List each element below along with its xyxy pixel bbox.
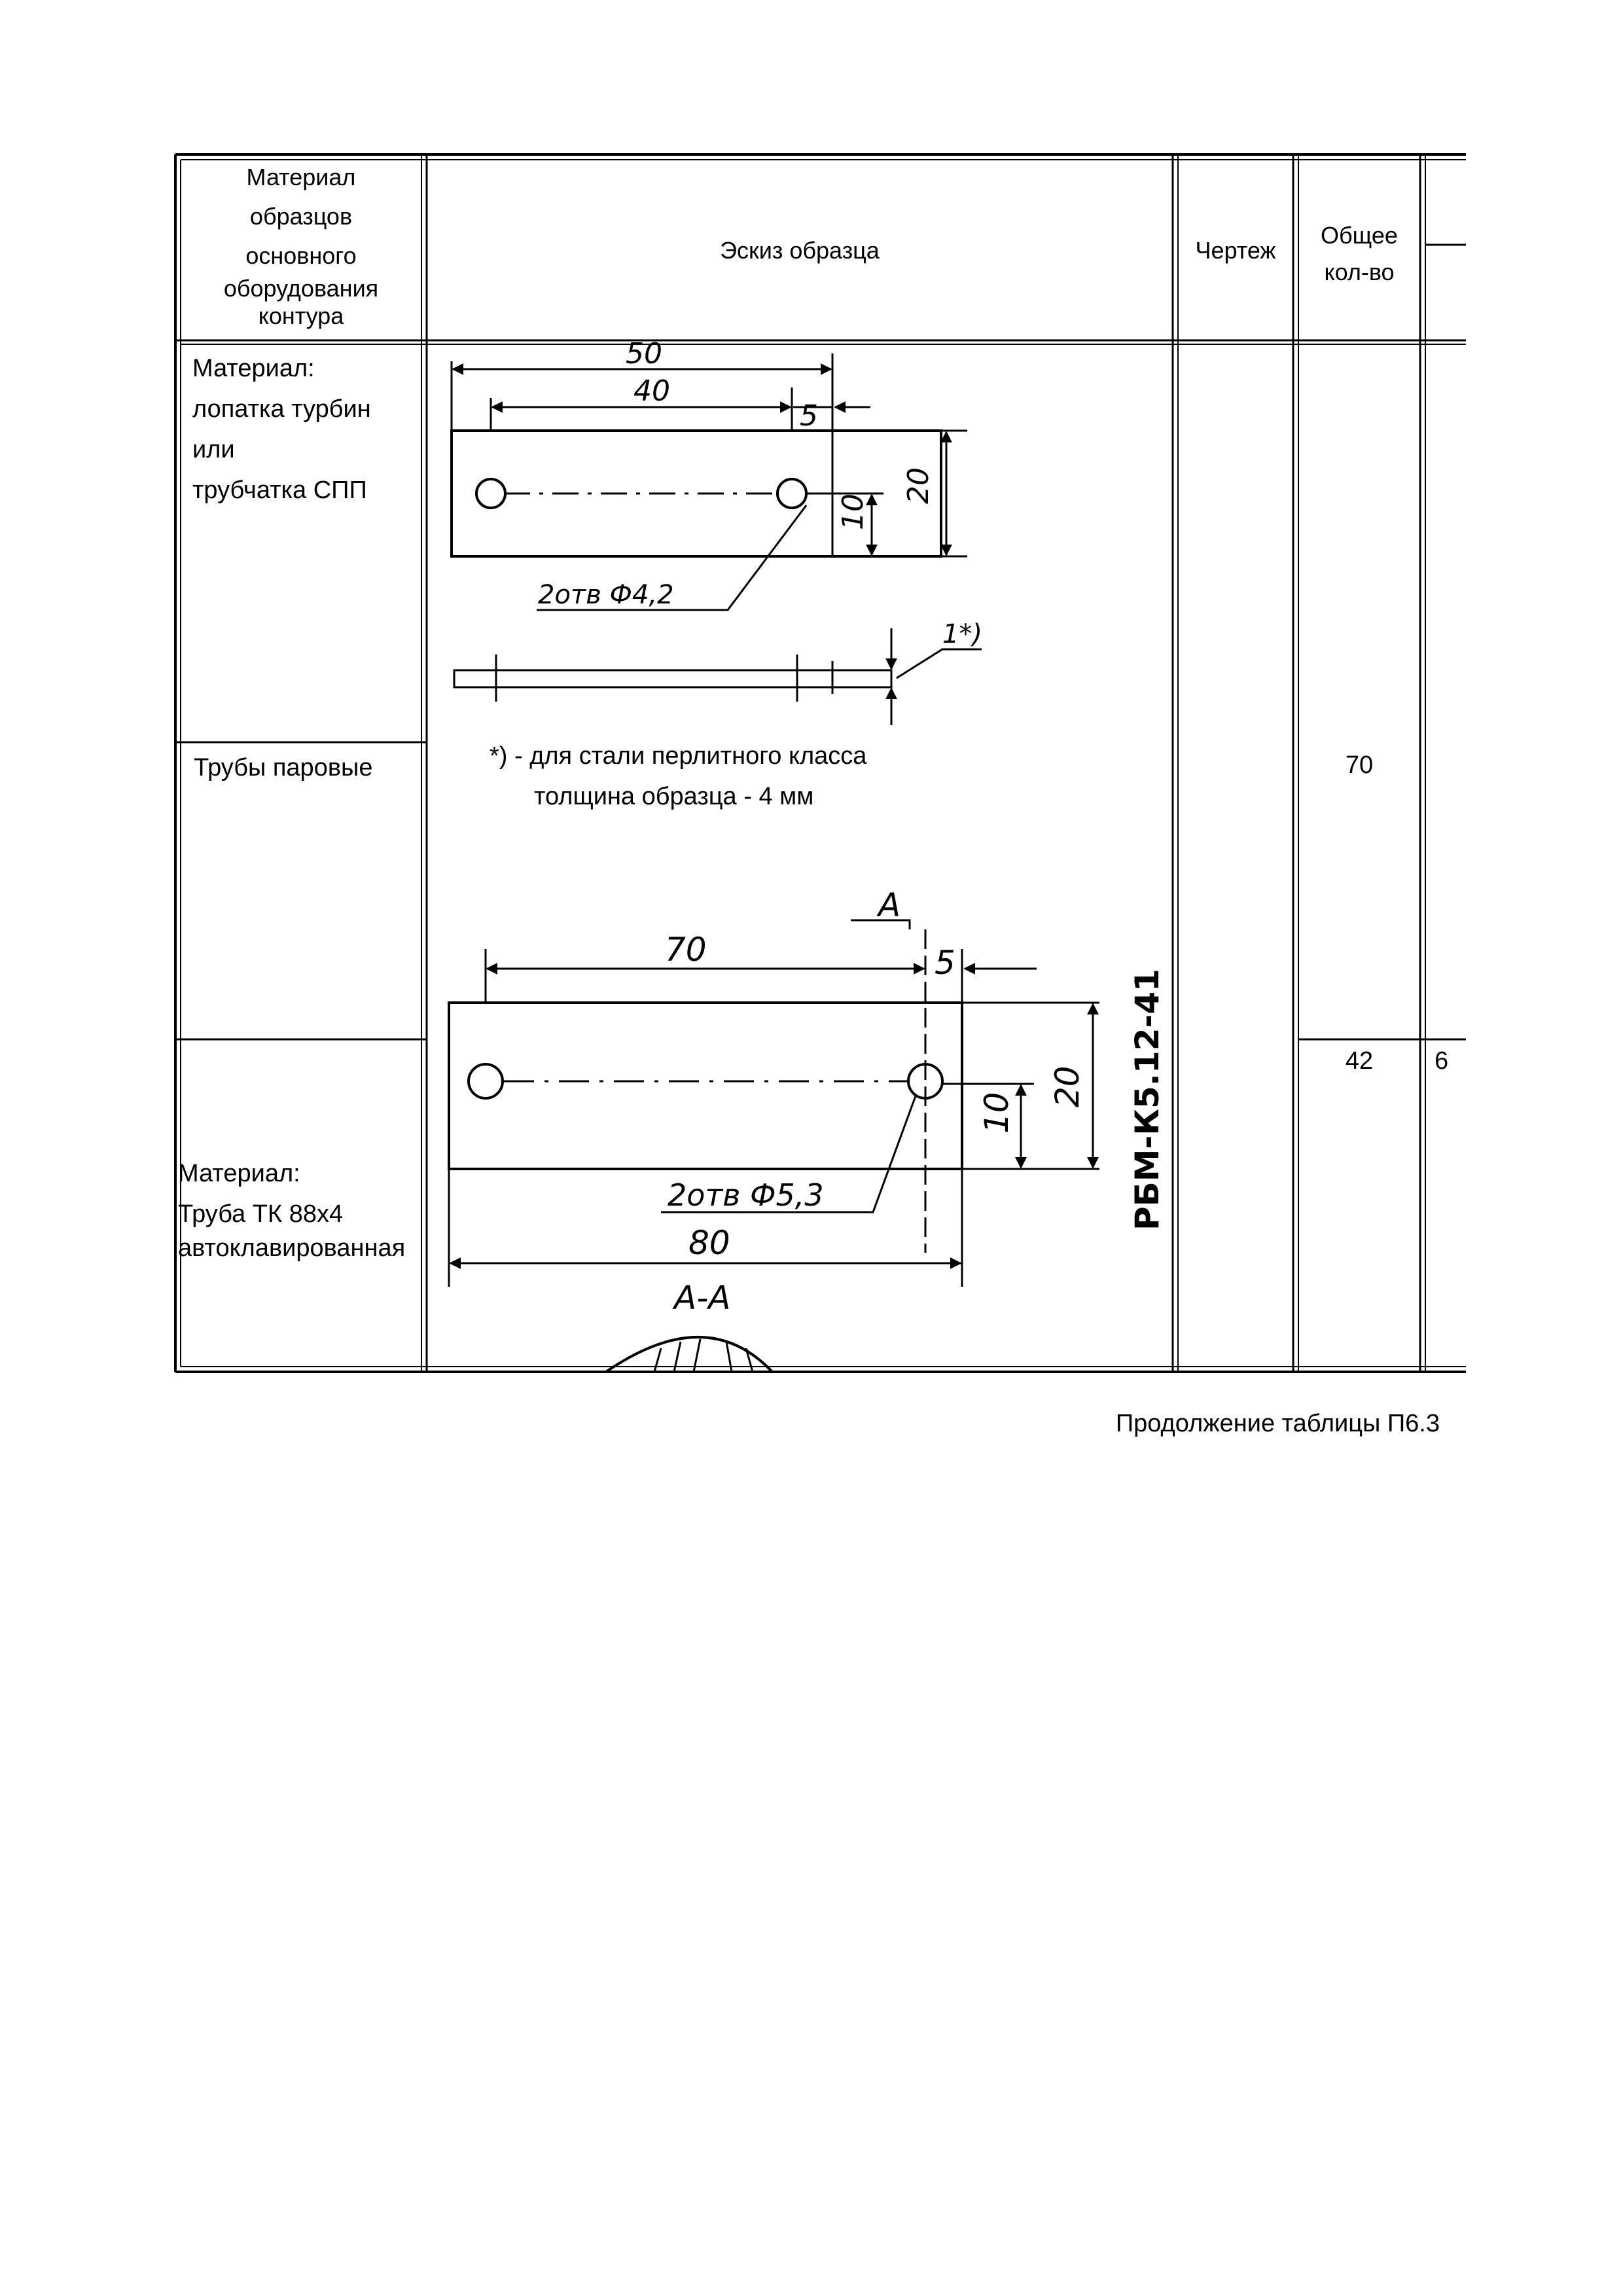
header-material: Материал образцов основного оборудования… bbox=[181, 159, 421, 334]
row1-material-line: трубчатка СПП bbox=[192, 476, 367, 504]
header-sketch: Эскиз образца bbox=[720, 237, 880, 264]
table-continuation-caption: Продолжение таблицы П6.3 bbox=[1115, 1410, 1440, 1437]
header-material-line: контура bbox=[258, 302, 344, 329]
header-material-line: основного bbox=[245, 242, 357, 269]
row1-material-line: или bbox=[192, 436, 235, 463]
drawing-code-label: РБМ-К5.12-41 bbox=[1128, 969, 1166, 1230]
row3-material: Материал: Труба ТК 88х4 автоклавированна… bbox=[178, 1153, 421, 1268]
dim-edge-label: 5 bbox=[800, 399, 818, 433]
header-material-line: оборудования bbox=[223, 275, 379, 302]
row3-total: 42 bbox=[1345, 1047, 1374, 1075]
dim-height-label: 20 bbox=[1048, 1066, 1086, 1107]
row1-material-line: Материал: bbox=[192, 355, 315, 382]
dim-edge-label: 5 bbox=[935, 944, 955, 982]
hole-note-label: 2отв Ф5,3 bbox=[668, 1177, 824, 1213]
dim-overall-label: 80 bbox=[688, 1224, 730, 1262]
dim-overall-label: 50 bbox=[626, 337, 662, 370]
row2-material-line: Трубы паровые bbox=[194, 754, 373, 781]
footnote-line: *) - для стали перлитного класса bbox=[490, 742, 867, 770]
dim-hole-offset-label: 10 bbox=[978, 1092, 1016, 1134]
dim-holes-label: 40 bbox=[633, 374, 670, 408]
dim-height-label: 20 bbox=[902, 467, 935, 504]
header-material-line: образцов bbox=[249, 203, 353, 230]
row2-material: Трубы паровые bbox=[194, 747, 423, 788]
row2-total: 70 bbox=[1345, 751, 1374, 779]
row3-material-line: автоклавированная bbox=[178, 1234, 406, 1262]
dim-holes-label: 70 bbox=[665, 931, 707, 969]
section-label: А-А bbox=[672, 1279, 730, 1317]
thickness-note-label: 1*) bbox=[942, 619, 982, 649]
row1-material: Материал: лопатка турбин или трубчатка С… bbox=[192, 348, 421, 511]
header-material-line: Материал bbox=[246, 164, 356, 190]
footnote-line: толщина образца - 4 мм bbox=[534, 783, 814, 810]
row1-material-line: лопатка турбин bbox=[192, 395, 371, 423]
dim-hole-offset-label: 10 bbox=[836, 493, 870, 530]
footnote: *) - для стали перлитного класса толщина… bbox=[490, 736, 1144, 817]
row3-material-line: Материал: bbox=[178, 1160, 300, 1187]
section-mark-label: А bbox=[876, 886, 901, 924]
header-total: Общее кол-во bbox=[1298, 217, 1420, 291]
header-total-line: кол-во bbox=[1324, 259, 1395, 285]
header-total-line: Общее bbox=[1321, 222, 1398, 249]
row3-extra: 6 bbox=[1435, 1047, 1449, 1075]
row3-material-line: Труба ТК 88х4 bbox=[178, 1200, 344, 1228]
hole-note-label: 2отв Ф4,2 bbox=[538, 580, 674, 610]
header-drawing: Чертеж bbox=[1195, 237, 1276, 264]
